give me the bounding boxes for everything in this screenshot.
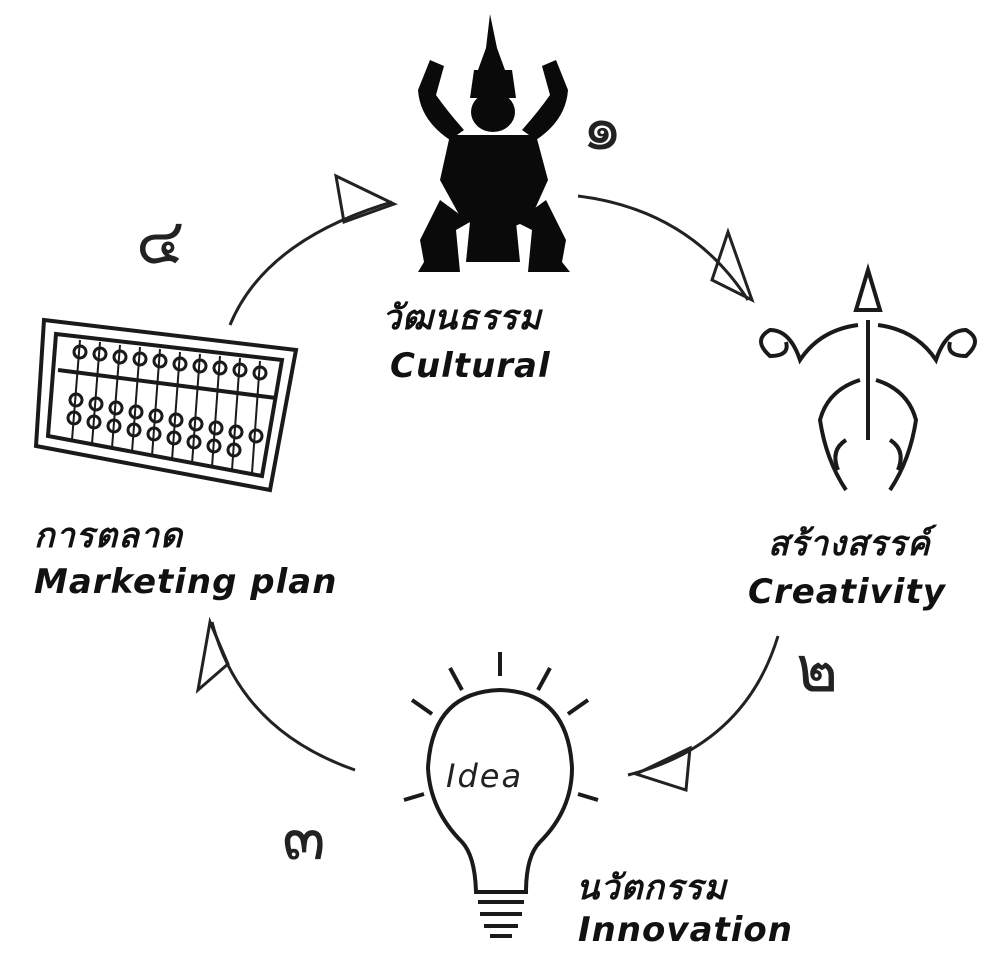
step-1-english-label: Cultural — [390, 346, 551, 386]
lightbulb-icon — [403, 652, 599, 938]
abacus-icon — [33, 317, 299, 493]
step-1-number: ๑ — [582, 91, 623, 165]
step-2-number: ๒ — [796, 633, 839, 707]
thai-dancer-icon — [418, 14, 570, 272]
step-2-english-label: Creativity — [748, 572, 946, 612]
step-1-thai-label: วัฒนธรรม — [382, 298, 542, 338]
step-3-thai-label: นวัตกรรม — [576, 868, 727, 908]
step-4-number: ๔ — [136, 205, 185, 279]
arrow-creativity-to-innovation — [627, 635, 780, 792]
step-3-english-label: Innovation — [578, 910, 793, 950]
arrow-cultural-to-creativity — [577, 194, 755, 304]
step-4-thai-label: การตลาด — [34, 516, 184, 556]
step-2-thai-label: สร้างสรรค์ — [768, 524, 931, 564]
arrow-innovation-to-marketing — [195, 616, 356, 772]
arrow-marketing-to-cultural — [228, 173, 398, 326]
bulb-idea-text: Idea — [446, 757, 524, 795]
step-4-english-label: Marketing plan — [34, 562, 338, 602]
kanok-ornament-icon — [759, 263, 977, 492]
step-3-number: ๓ — [282, 801, 326, 875]
